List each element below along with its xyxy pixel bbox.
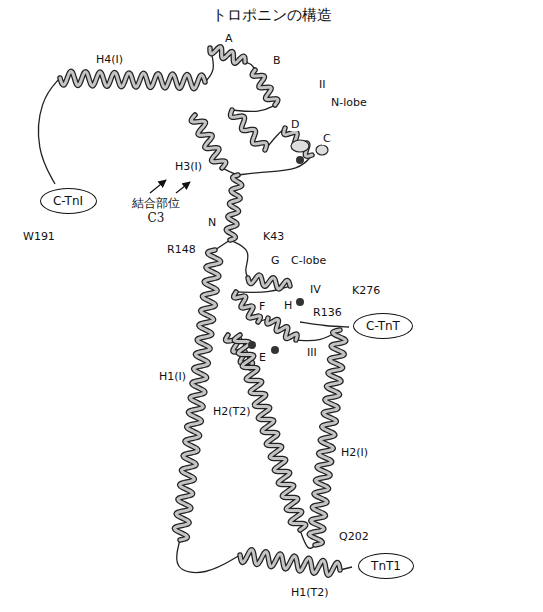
helix-outline — [252, 70, 278, 105]
alpha-helix — [284, 128, 312, 156]
helix-fill — [284, 128, 312, 156]
terminus-oval: TnT1 — [358, 553, 414, 579]
calcium-ion — [296, 298, 304, 306]
terminus-label: C-TnT — [366, 319, 400, 333]
binding-site-note: 結合部位 C3 — [126, 196, 186, 226]
residue-or-helix-label: H — [283, 299, 293, 312]
residue-or-helix-label: II — [318, 78, 327, 91]
alpha-helix — [234, 292, 261, 322]
residue-or-helix-label: R136 — [312, 306, 343, 319]
alpha-helix — [60, 71, 205, 88]
helix-fill — [60, 71, 205, 88]
residue-or-helix-label: H2(T2) — [212, 405, 252, 418]
terminus-oval: C-TnI — [40, 188, 97, 214]
helix-fill — [267, 318, 297, 340]
residue-or-helix-label: H2(I) — [340, 446, 369, 459]
residue-or-helix-label: E — [258, 351, 267, 364]
alpha-helix — [267, 318, 297, 340]
helix-outline — [234, 292, 261, 322]
terminus-label: C-TnI — [53, 194, 83, 208]
coil-loop — [39, 78, 60, 184]
helix-outline — [226, 175, 242, 240]
residue-or-helix-label: C-lobe — [290, 254, 327, 267]
coil-loop — [238, 155, 312, 175]
helix-fill — [230, 110, 266, 150]
residue-or-helix-label: N — [207, 216, 217, 229]
helix-outline — [234, 335, 305, 530]
residue-or-helix-label: A — [224, 32, 234, 45]
alpha-helix — [309, 330, 346, 545]
helix-fill — [210, 47, 245, 63]
helix-outline — [309, 330, 346, 545]
alpha-helix — [248, 275, 290, 289]
helix-fill — [234, 292, 261, 322]
calcium-ion — [248, 341, 256, 349]
residue-or-helix-label: H1(T2) — [290, 586, 330, 599]
helix-fill — [234, 335, 305, 530]
helix-outline — [240, 550, 340, 576]
helix-outline — [267, 318, 297, 340]
residue-or-helix-label: K276 — [351, 284, 381, 297]
residue-or-helix-label: D — [290, 118, 300, 131]
coil-loop — [300, 322, 349, 327]
residue-or-helix-label: H4(I) — [95, 53, 124, 66]
residue-or-helix-label: Q202 — [338, 530, 370, 543]
residue-or-helix-label: III — [306, 346, 318, 359]
calcium-ion — [271, 346, 279, 354]
alpha-helix — [240, 550, 340, 576]
residue-or-helix-label: H1(I) — [158, 370, 187, 383]
alpha-helix — [210, 47, 245, 63]
residue-or-helix-label: K43 — [262, 230, 285, 243]
coil-loop — [177, 540, 240, 573]
helix-end-view — [316, 145, 328, 155]
alpha-helix — [230, 110, 266, 150]
helix-fill — [252, 70, 278, 105]
calcium-ion — [296, 156, 304, 164]
residue-or-helix-label: N-lobe — [330, 96, 368, 109]
figure-title: トロポニンの構造 — [212, 6, 332, 25]
helix-outline — [210, 47, 245, 63]
binding-site-arrow — [176, 182, 190, 193]
residue-or-helix-label: IV — [309, 283, 322, 296]
alpha-helix — [226, 175, 242, 240]
residue-or-helix-label: C — [322, 132, 332, 145]
residue-or-helix-label: F — [258, 300, 266, 313]
terminus-label: TnT1 — [371, 559, 401, 573]
helix-outline — [248, 275, 290, 289]
alpha-helix — [234, 335, 305, 530]
alpha-helix — [252, 70, 278, 105]
helix-outline — [174, 250, 220, 540]
coil-loop — [230, 240, 248, 278]
helix-end-view — [291, 140, 309, 152]
binding-site-arrow — [150, 180, 166, 193]
terminus-oval: C-TnT — [353, 313, 413, 339]
helix-fill — [248, 275, 290, 289]
helix-outline — [230, 110, 266, 150]
helix-fill — [174, 250, 220, 540]
residue-or-helix-label: H3(I) — [174, 160, 203, 173]
residue-or-helix-label: W191 — [22, 230, 56, 243]
helix-outline — [284, 128, 312, 156]
residue-or-helix-label: G — [270, 254, 281, 267]
helix-fill — [240, 550, 340, 576]
helix-outline — [60, 71, 205, 88]
helix-fill — [309, 330, 346, 545]
helix-fill — [226, 175, 242, 240]
residue-or-helix-label: R148 — [166, 243, 197, 256]
residue-or-helix-label: B — [272, 54, 282, 67]
alpha-helix — [174, 250, 220, 540]
coil-loop — [232, 105, 275, 111]
